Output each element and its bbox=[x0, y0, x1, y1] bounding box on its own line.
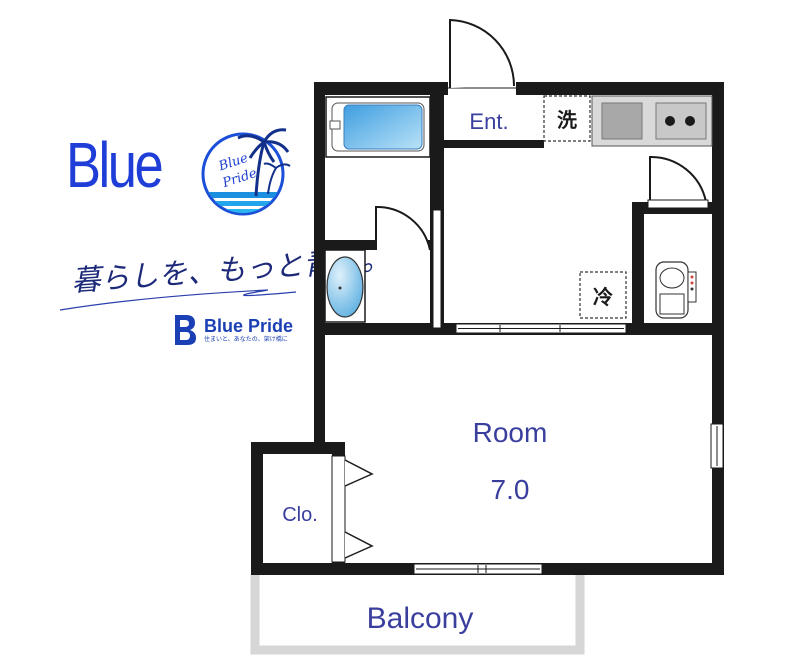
washer-label: 洗 bbox=[557, 108, 577, 132]
washer-space bbox=[543, 95, 591, 142]
company-name: Blue Pride bbox=[204, 315, 294, 336]
entrance-door-icon bbox=[449, 18, 515, 88]
company-b-icon bbox=[175, 315, 196, 345]
stove-icon bbox=[655, 102, 707, 140]
closet-label: Clo. bbox=[282, 504, 318, 526]
slogan-underline-icon bbox=[59, 289, 297, 311]
brand-word: Blue bbox=[66, 129, 164, 201]
closet-door-icon bbox=[344, 459, 374, 487]
fridge-label: 冷 bbox=[593, 285, 613, 309]
kitchen-sink-icon bbox=[601, 102, 643, 140]
company-tagline: 住まいと、あなたの、架け橋に bbox=[204, 335, 288, 343]
balcony-outline bbox=[250, 575, 585, 655]
toilet-icon bbox=[655, 261, 697, 319]
balcony-label: Balcony bbox=[367, 602, 474, 635]
entrance-label: Ent. bbox=[469, 109, 508, 134]
bathroom-door-icon bbox=[375, 205, 431, 251]
room-size: 7.0 bbox=[491, 474, 530, 505]
sink-icon bbox=[326, 256, 364, 318]
fridge-space bbox=[579, 271, 627, 319]
blue-pride-emblem-icon: Blue Pride bbox=[201, 128, 291, 216]
company-logo: Blue Pride 住まいと、あなたの、架け橋に bbox=[172, 313, 293, 347]
toilet-door-icon bbox=[649, 155, 707, 203]
bathtub-icon bbox=[343, 104, 423, 150]
closet-door-icon bbox=[344, 531, 374, 559]
room-label: Room bbox=[473, 417, 548, 448]
